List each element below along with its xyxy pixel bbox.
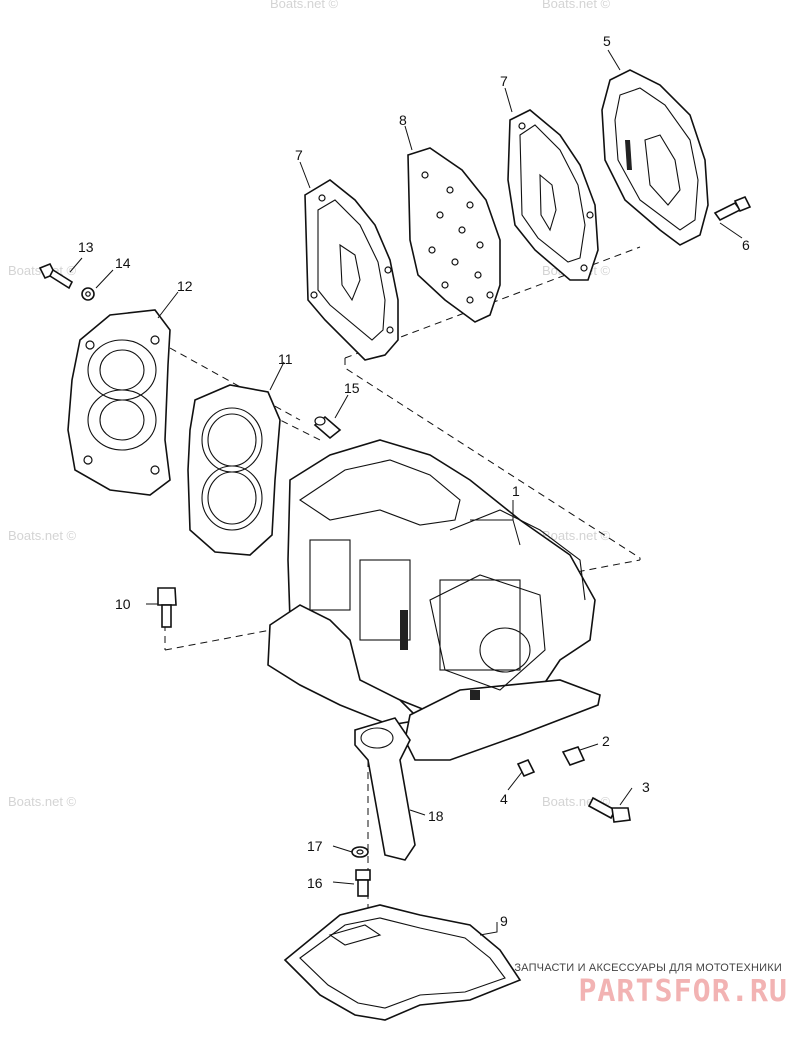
watermark-text: Boats.net © — [542, 0, 611, 11]
washer-14 — [81, 287, 95, 301]
callout-10: 10 — [115, 596, 131, 612]
watermark-text: Boats.net © — [542, 528, 611, 543]
leader-lines — [69, 49, 743, 936]
callouts: 1 2 3 4 5 6 7 8 7 9 10 11 12 13 14 15 16… — [78, 33, 750, 929]
base-gasket — [283, 904, 522, 1021]
washer-17 — [351, 846, 369, 858]
crankcase-cover — [601, 69, 709, 246]
bolt-10 — [157, 587, 177, 628]
callout-7-left: 7 — [295, 147, 303, 163]
cylinder-block — [267, 439, 601, 761]
head-gasket — [187, 384, 281, 556]
dowel-pin-15 — [313, 415, 342, 440]
callout-1: 1 — [512, 483, 520, 499]
watermark-text: Boats.net © — [8, 794, 77, 809]
callout-17: 17 — [307, 838, 323, 854]
bolt-16 — [355, 869, 371, 897]
callout-6: 6 — [742, 237, 750, 253]
callout-13: 13 — [78, 239, 94, 255]
bolt-6 — [713, 195, 752, 222]
callout-18: 18 — [428, 808, 444, 824]
exhaust-tube — [354, 717, 416, 861]
callout-12: 12 — [177, 278, 193, 294]
callout-14: 14 — [115, 255, 131, 271]
callout-15: 15 — [344, 380, 360, 396]
callout-7-right: 7 — [500, 73, 508, 89]
reed-plate-gasket-left — [304, 179, 399, 361]
callout-4: 4 — [500, 791, 508, 807]
brand-tagline: ЗАПЧАСТИ И АКСЕССУАРЫ ДЛЯ МОТОТЕХНИКИ — [514, 962, 782, 974]
watermark-text: Boats.net © — [8, 528, 77, 543]
cylinder-head — [67, 309, 171, 496]
brand-logo: PARTSFOR.RU — [578, 974, 788, 1009]
reed-plate-gasket-right — [507, 109, 599, 281]
callout-8: 8 — [399, 112, 407, 128]
callout-5: 5 — [603, 33, 611, 49]
callout-9: 9 — [500, 913, 508, 929]
callout-3: 3 — [642, 779, 650, 795]
callout-16: 16 — [307, 875, 323, 891]
bolt-13 — [38, 262, 74, 290]
screw-3 — [587, 796, 631, 823]
callout-2: 2 — [602, 733, 610, 749]
reed-plate — [407, 147, 501, 323]
watermark-text: Boats.net © — [270, 0, 339, 11]
callout-11: 11 — [278, 351, 293, 367]
plug-2 — [561, 746, 586, 766]
